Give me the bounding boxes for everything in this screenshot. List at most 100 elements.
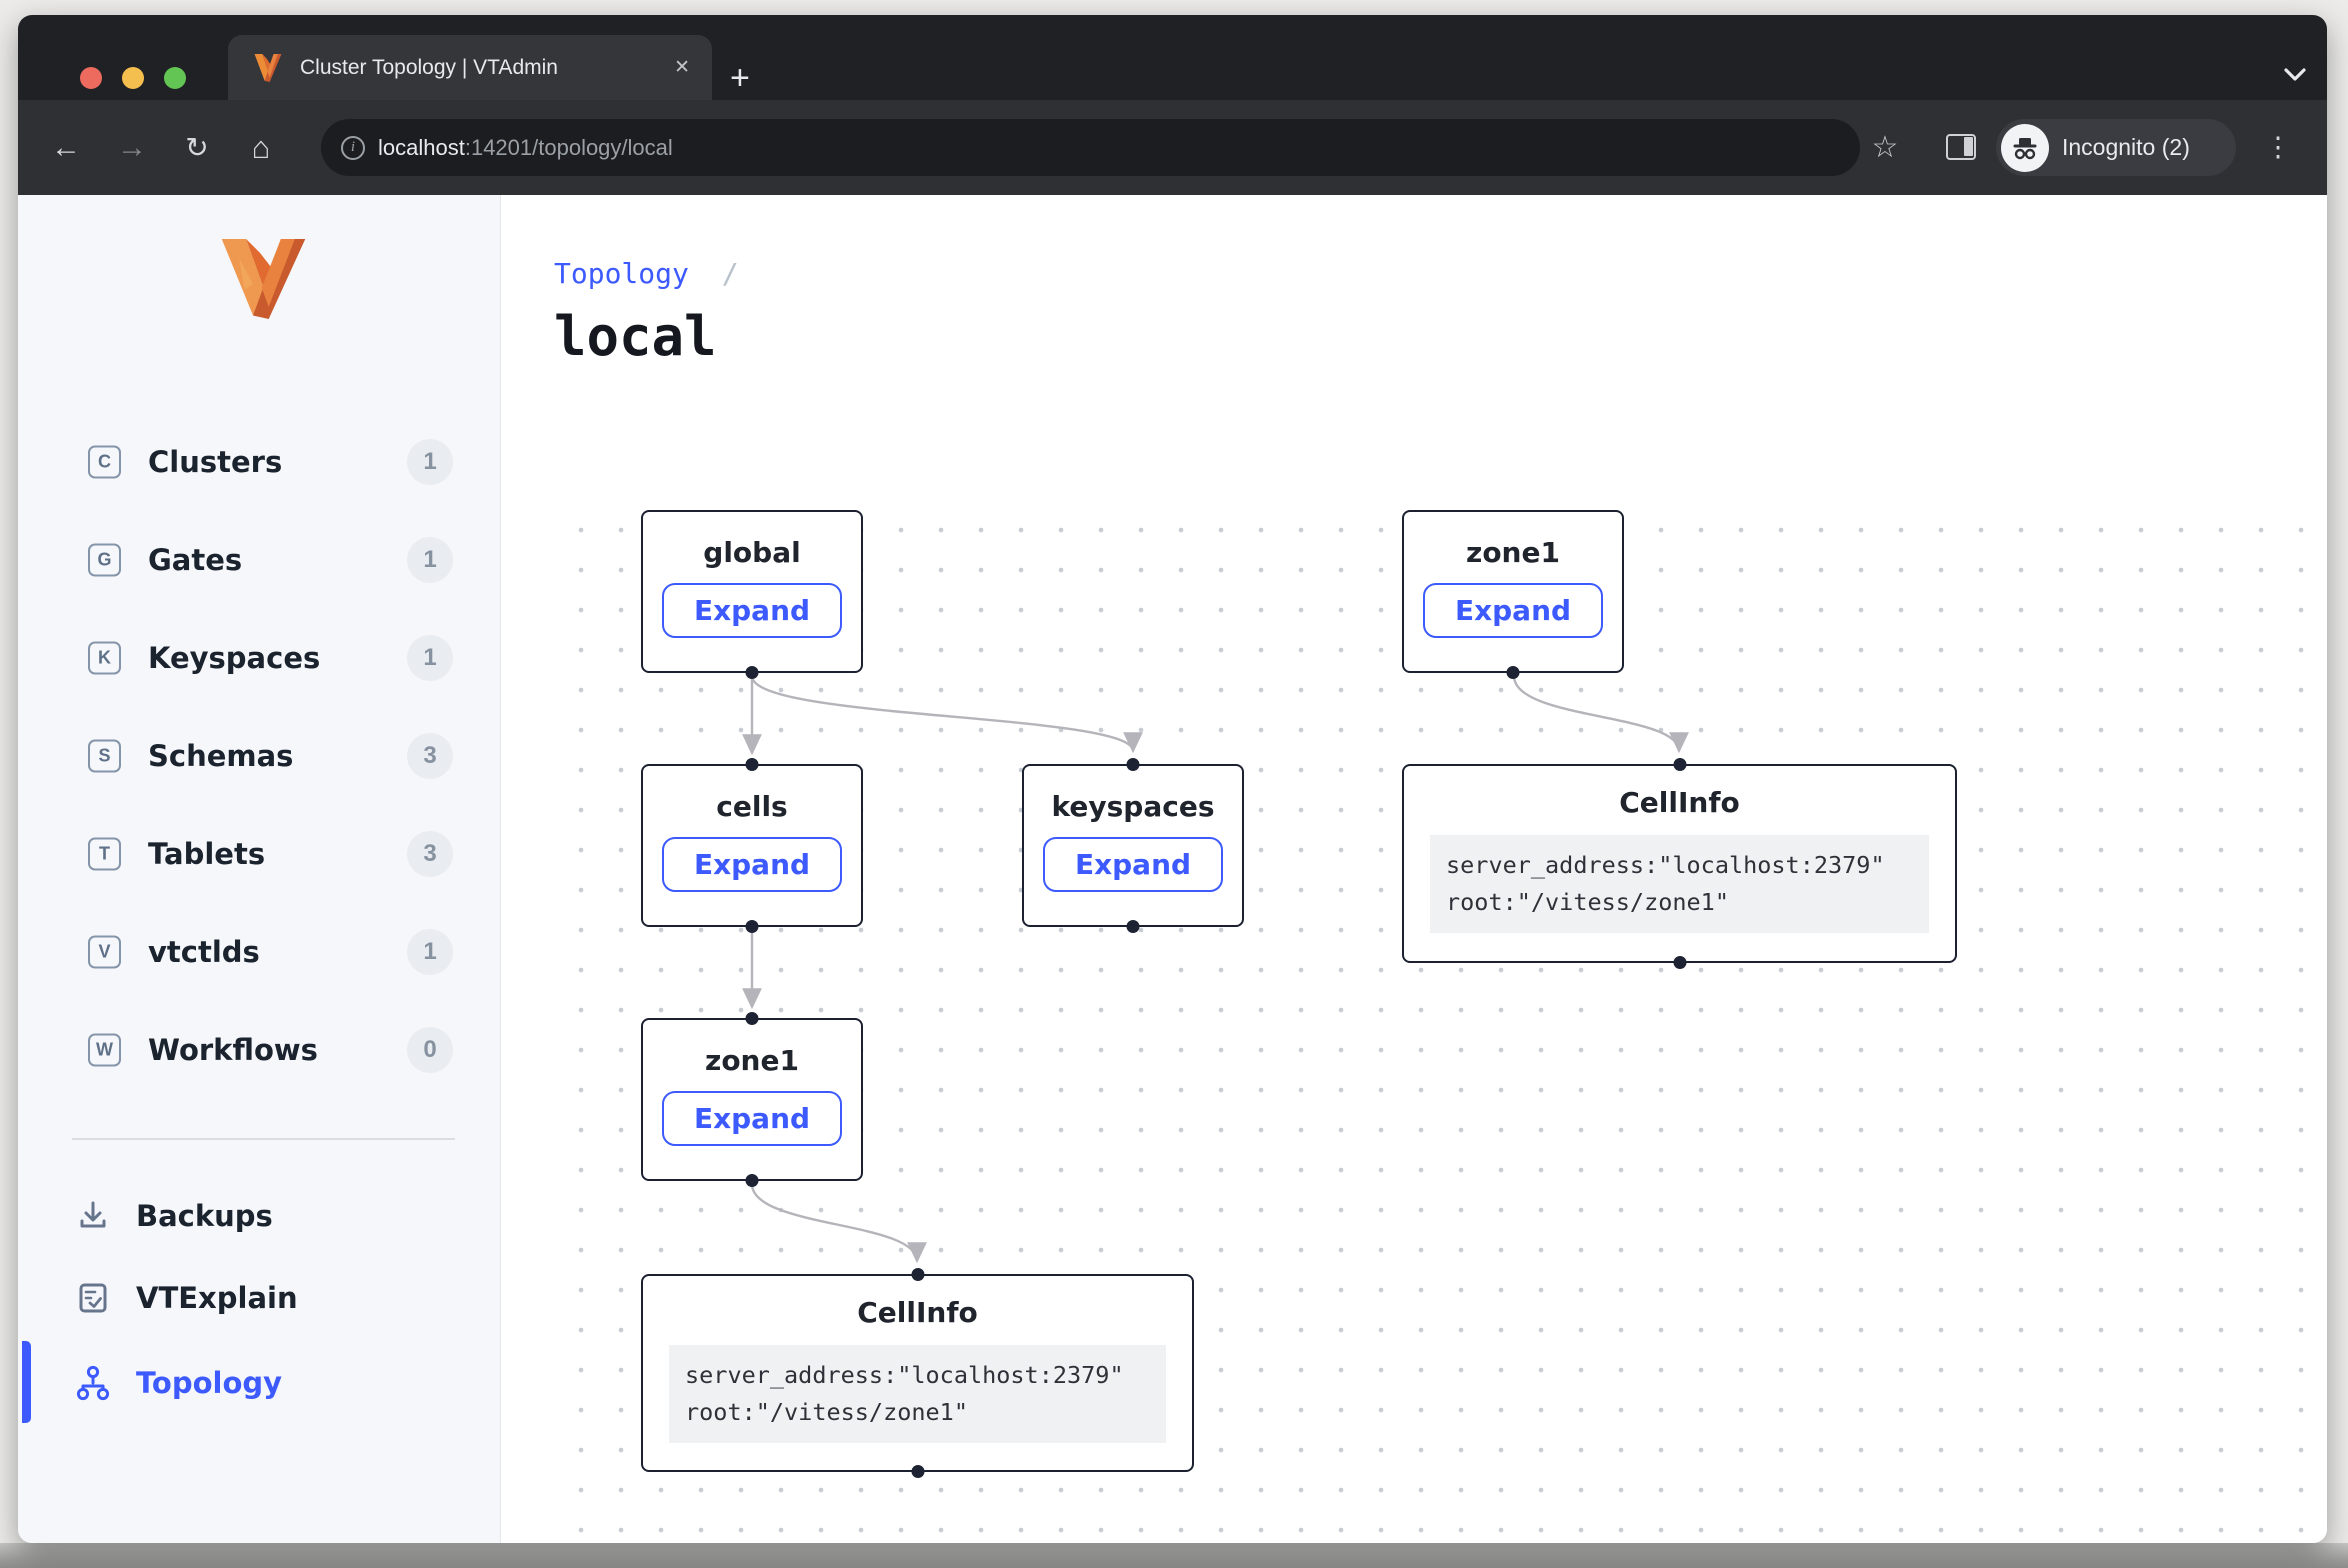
node-label: zone1 (705, 1044, 799, 1077)
schemas-letter-icon: S (88, 739, 121, 773)
breadcrumb-topology-link[interactable]: Topology (554, 257, 689, 290)
document-check-icon (79, 1283, 107, 1313)
port-handle[interactable] (745, 920, 759, 933)
node-label: keyspaces (1051, 790, 1215, 823)
sidebar-item-keyspaces[interactable]: K Keyspaces 1 (18, 625, 501, 691)
url-bar[interactable]: i localhost:14201/topology/local (321, 119, 1860, 176)
incognito-badge[interactable]: Incognito (2) (1996, 119, 2236, 176)
port-handle[interactable] (1673, 956, 1686, 969)
reload-icon[interactable]: ↻ (185, 132, 209, 163)
port-handle[interactable] (745, 666, 759, 679)
topology-page: Topology / local global Exp (501, 195, 2327, 1543)
node-cells[interactable]: cells Expand (641, 758, 863, 933)
sidebar-item-vtexplain[interactable]: VTExplain (18, 1268, 501, 1328)
expand-button[interactable]: Expand (661, 837, 843, 892)
workflows-letter-icon: W (88, 1033, 121, 1067)
sidebar-item-workflows[interactable]: W Workflows 0 (18, 1017, 501, 1083)
url-text: localhost:14201/topology/local (378, 135, 673, 161)
node-label: global (703, 536, 801, 569)
sidebar-item-backups[interactable]: Backups (18, 1186, 501, 1246)
code-line: root:"/vitess/zone1" (1446, 888, 1729, 916)
code-line: server_address:"localhost:2379" (685, 1361, 1124, 1389)
desktop-shadow (0, 1543, 2348, 1568)
node-label: CellInfo (857, 1296, 978, 1329)
node-zone1-top[interactable]: zone1 Expand (1402, 510, 1624, 679)
incognito-icon (2001, 123, 2049, 172)
sidebar-item-label: Topology (136, 1366, 283, 1400)
port-handle[interactable] (745, 1012, 759, 1025)
browser-menu-icon[interactable]: ⋮ (2264, 132, 2292, 162)
port-handle[interactable] (1673, 758, 1686, 771)
url-host: localhost (378, 134, 465, 160)
port-handle[interactable] (745, 1174, 759, 1187)
forward-icon[interactable]: → (117, 130, 147, 164)
sidebar-item-label: Clusters (148, 445, 283, 479)
sidebar-item-gates[interactable]: G Gates 1 (18, 527, 501, 593)
node-zone1-lower[interactable]: zone1 Expand (641, 1012, 863, 1187)
sidebar-item-schemas[interactable]: S Schemas 3 (18, 723, 501, 789)
side-panel-icon[interactable] (1946, 134, 1976, 160)
port-handle[interactable] (911, 1268, 924, 1281)
workflows-count-badge: 0 (407, 1027, 453, 1073)
sidebar-item-label: Workflows (148, 1033, 318, 1067)
node-label: cells (716, 790, 788, 823)
browser-window: Cluster Topology | VTAdmin ✕ + ← → ↻ ⌂ i… (18, 15, 2327, 1543)
new-tab-button[interactable]: + (730, 59, 750, 97)
vtctlds-count-badge: 1 (407, 929, 453, 975)
sidebar-item-label: Backups (136, 1199, 273, 1233)
sidebar-item-label: Schemas (148, 739, 294, 773)
node-keyspaces[interactable]: keyspaces Expand (1022, 758, 1244, 933)
node-cellinfo-bottom[interactable]: CellInfo server_address:"localhost:2379"… (641, 1268, 1194, 1478)
clusters-count-badge: 1 (407, 439, 453, 485)
sidebar-item-vtctlds[interactable]: V vtctlds 1 (18, 919, 501, 985)
cellinfo-code: server_address:"localhost:2379" root:"/v… (1430, 835, 1929, 933)
vitess-favicon (254, 53, 282, 82)
sidebar-item-label: VTExplain (136, 1281, 298, 1315)
port-handle[interactable] (1126, 758, 1140, 771)
port-handle[interactable] (745, 758, 759, 771)
clusters-letter-icon: C (88, 445, 121, 479)
node-label: zone1 (1466, 536, 1560, 569)
code-line: root:"/vitess/zone1" (685, 1398, 968, 1426)
close-window-button[interactable] (80, 67, 102, 89)
tab-title: Cluster Topology | VTAdmin (300, 55, 558, 79)
port-handle[interactable] (911, 1465, 924, 1478)
expand-button[interactable]: Expand (661, 1091, 843, 1146)
expand-button[interactable]: Expand (1042, 837, 1224, 892)
site-info-icon[interactable]: i (341, 135, 365, 160)
port-handle[interactable] (1506, 666, 1520, 679)
gates-count-badge: 1 (407, 537, 453, 583)
keyspaces-count-badge: 1 (407, 635, 453, 681)
expand-button[interactable]: Expand (1422, 583, 1604, 638)
expand-button[interactable]: Expand (661, 583, 843, 638)
node-label: CellInfo (1619, 786, 1740, 819)
bookmark-star-icon[interactable]: ☆ (1871, 131, 1899, 164)
tab-search-chevron-icon[interactable] (2280, 65, 2310, 85)
gates-letter-icon: G (88, 543, 121, 577)
browser-toolbar: ← → ↻ ⌂ i localhost:14201/topology/local… (18, 100, 2327, 195)
browser-tab[interactable]: Cluster Topology | VTAdmin ✕ (228, 35, 712, 100)
tab-close-icon[interactable]: ✕ (674, 57, 690, 78)
port-handle[interactable] (1126, 920, 1140, 933)
code-line: server_address:"localhost:2379" (1446, 851, 1885, 879)
breadcrumb-separator: / (721, 257, 739, 290)
node-global[interactable]: global Expand (641, 510, 863, 679)
sidebar-item-label: Gates (148, 543, 243, 577)
sidebar-item-label: Keyspaces (148, 641, 321, 675)
home-icon[interactable]: ⌂ (251, 129, 271, 165)
node-cellinfo-right[interactable]: CellInfo server_address:"localhost:2379"… (1402, 758, 1957, 969)
back-icon[interactable]: ← (51, 130, 81, 164)
zoom-window-button[interactable] (164, 67, 186, 89)
sidebar: C Clusters 1 G Gates 1 K Keyspaces 1 S S… (18, 195, 501, 1543)
cellinfo-code: server_address:"localhost:2379" root:"/v… (669, 1345, 1166, 1443)
sidebar-item-clusters[interactable]: C Clusters 1 (18, 429, 501, 495)
breadcrumb: Topology / (554, 257, 739, 290)
url-path: :14201/topology/local (464, 134, 673, 160)
active-nav-indicator (22, 1341, 31, 1423)
sidebar-item-topology[interactable]: Topology (18, 1353, 501, 1413)
sidebar-item-label: Tablets (148, 837, 266, 871)
minimize-window-button[interactable] (122, 67, 144, 89)
sidebar-item-tablets[interactable]: T Tablets 3 (18, 821, 501, 887)
page-title: local (554, 305, 717, 368)
sidebar-divider (72, 1138, 455, 1140)
